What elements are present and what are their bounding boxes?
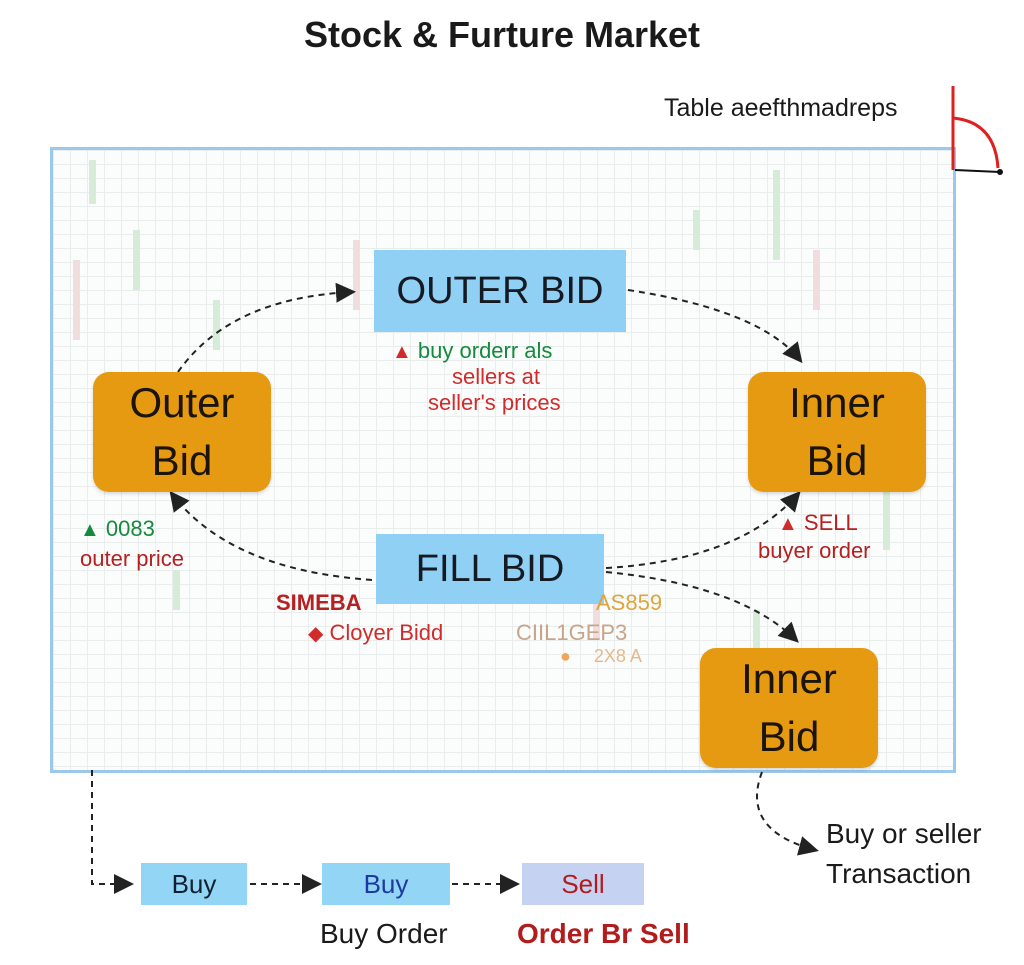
bracket-tick xyxy=(954,169,1001,173)
bottom-buy-box-2: Buy xyxy=(322,863,450,905)
bracket-curve xyxy=(952,116,1000,169)
dot-icon: ● xyxy=(560,646,571,666)
arrow-inner-to-transaction xyxy=(756,771,819,856)
caption-buy-order: Buy Order xyxy=(320,918,448,949)
bg-candle xyxy=(753,610,760,650)
bottom-buy-label-2: Buy xyxy=(363,868,409,899)
bg-candle xyxy=(883,480,890,550)
arrow-outer-to-top xyxy=(177,282,356,373)
up-triangle-icon: ▲ xyxy=(392,341,412,363)
outer-bid-top-box: OUTER BID xyxy=(374,250,626,332)
outer-bid-left-box: Outer Bid xyxy=(93,372,271,492)
transaction-label: Buy or seller Transaction xyxy=(826,814,982,894)
bottom-buy-box-1: Buy xyxy=(141,863,247,905)
mid-left-annotation-text2: Cloyer Bidd xyxy=(329,620,444,645)
arrow-fill-to-outer xyxy=(169,490,373,581)
outer-bid-top-label: OUTER BID xyxy=(396,269,604,312)
arrow-panel-to-buy xyxy=(91,770,134,894)
mid-right-annotation-text3: 2X8 A xyxy=(593,646,642,666)
inner-bid-right-label2: Bid xyxy=(806,437,868,484)
bg-candle xyxy=(593,590,600,640)
up-triangle-icon: ▲ xyxy=(80,519,100,541)
bg-candle xyxy=(173,570,180,610)
inner-bid-right-box: Inner Bid xyxy=(748,372,926,492)
right-annotation-line1: ▲ SELL xyxy=(778,510,858,536)
bottom-buy-label-1: Buy xyxy=(171,868,217,899)
bottom-sell-box: Sell xyxy=(522,863,644,905)
inner-bid-lower-label2: Bid xyxy=(758,713,820,760)
arrow-top-to-inner xyxy=(627,289,803,364)
bg-candle xyxy=(133,230,140,290)
mid-left-annotation-line2: ◆ Cloyer Bidd xyxy=(308,620,443,646)
left-annotation-line2: outer price xyxy=(80,546,184,571)
mid-right-annotation-line3: ● 2X8 A xyxy=(560,646,642,667)
diagram-title: Stock & Furture Market xyxy=(303,14,701,55)
bottom-sell-label: Sell xyxy=(561,868,605,899)
mid-right-annotation-line1: AS859 xyxy=(596,590,663,615)
outer-bid-left-label1: Outer xyxy=(129,379,235,426)
inner-bid-lower-label1: Inner xyxy=(741,655,837,702)
outer-bid-left-label2: Bid xyxy=(151,437,213,484)
bg-candle xyxy=(73,260,80,340)
bracket-dot xyxy=(997,169,1003,175)
bg-candle xyxy=(89,160,96,204)
transaction-label-line2: Transaction xyxy=(826,858,972,889)
inner-bid-right-label1: Inner xyxy=(789,379,885,426)
fill-bid-box: FILL BID xyxy=(376,534,604,604)
fill-bid-label: FILL BID xyxy=(415,547,565,590)
mid-right-annotation-line2: CIIL1GEP3 xyxy=(516,620,628,645)
caption-order-sell: Order Br Sell xyxy=(517,918,690,949)
arrow-fill-to-inner-upper xyxy=(605,490,801,569)
bg-candle xyxy=(813,250,820,310)
bg-candle xyxy=(353,240,360,310)
inner-bid-lower-box: Inner Bid xyxy=(700,648,878,768)
right-annotation-text1: SELL xyxy=(803,510,858,535)
bg-candle xyxy=(213,300,220,350)
top-annotation-line2: sellers at xyxy=(452,364,541,389)
top-annotation-line1: ▲ buy orderr als xyxy=(392,338,552,364)
top-annotation-line3: seller's prices xyxy=(428,390,561,415)
left-annotation-line1: ▲ 0083 xyxy=(80,516,155,542)
transaction-label-line1: Buy or seller xyxy=(826,818,982,849)
left-annotation-text1: 0083 xyxy=(105,516,155,541)
up-triangle-icon: ▲ xyxy=(778,513,798,535)
mid-left-annotation-line1: SIMEBA xyxy=(276,590,362,615)
bg-candle xyxy=(773,170,780,260)
bg-candle xyxy=(693,210,700,250)
right-annotation-line2: buyer order xyxy=(758,538,871,563)
table-label: Table aeefthmadreps xyxy=(664,94,898,122)
top-annotation-text1: buy orderr als xyxy=(417,338,553,363)
diamond-icon: ◆ xyxy=(308,623,324,645)
